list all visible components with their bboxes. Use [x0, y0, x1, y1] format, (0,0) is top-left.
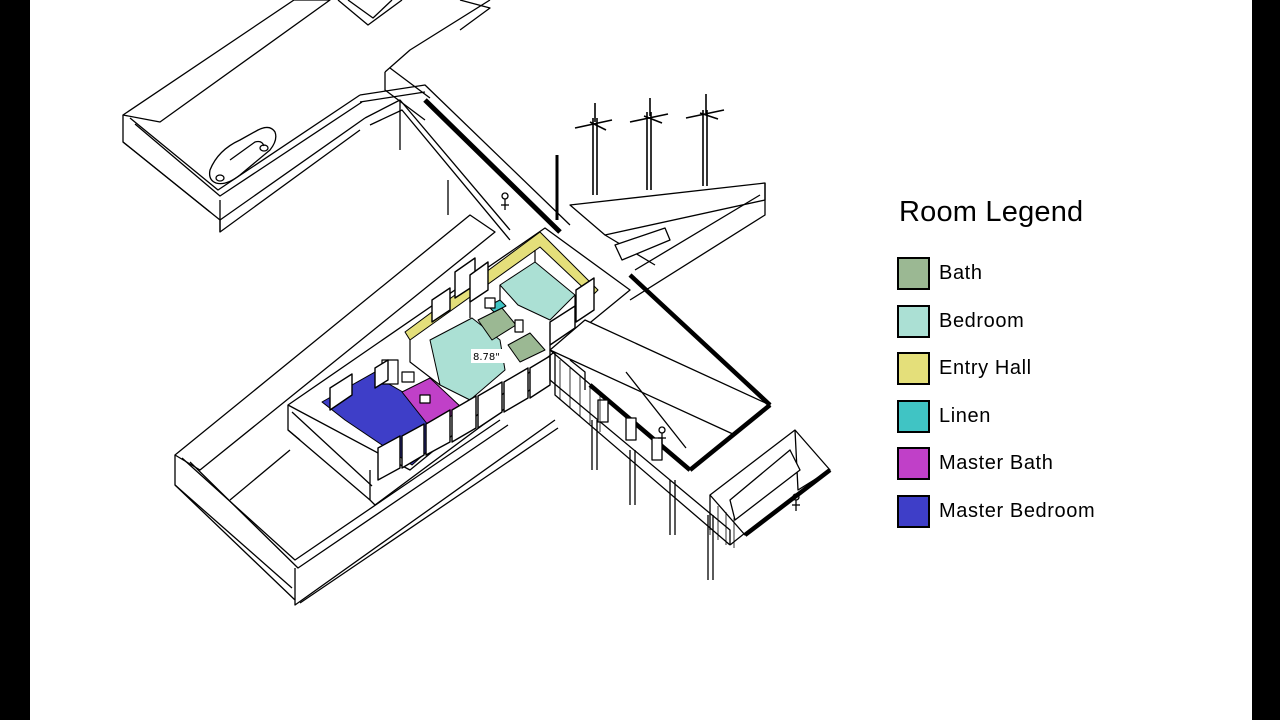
- legend-item-entry-hall: Entry Hall: [897, 350, 1095, 387]
- legend-swatch: [897, 399, 930, 433]
- legend-title: Room Legend: [899, 196, 1084, 228]
- model-viewport[interactable]: 8.78" Room Legend Bath Bedroom Entry Hal…: [30, 0, 1252, 720]
- person-figure-icon: [501, 192, 509, 210]
- legend-item-bedroom: Bedroom: [897, 303, 1095, 340]
- room-bedroom-2[interactable]: [499, 261, 576, 321]
- isometric-house-model[interactable]: 8.78": [30, 0, 1252, 720]
- support-columns: [591, 420, 714, 580]
- room-bath-2[interactable]: [507, 332, 546, 363]
- legend-label: Linen: [939, 404, 991, 427]
- wind-turbine-icon: [685, 94, 725, 186]
- dimension-tag-label: 8.78": [473, 352, 500, 363]
- car-icon: [208, 126, 277, 185]
- upper-walkway: [359, 84, 571, 241]
- legend-swatch: [897, 494, 930, 528]
- legend-label: Entry Hall: [939, 357, 1032, 379]
- legend-item-linen: Linen: [897, 398, 1095, 435]
- legend-swatch: [897, 257, 930, 290]
- legend-label: Master Bedroom: [939, 499, 1096, 522]
- legend-swatch: [897, 304, 930, 338]
- garage-slab: [122, 0, 491, 233]
- person-figure-icon: [658, 426, 666, 444]
- legend-label: Bath: [939, 262, 983, 284]
- legend-label: Master Bath: [939, 452, 1054, 474]
- legend-swatch: [897, 447, 930, 480]
- wall-panels: [329, 257, 595, 481]
- right-terrace-slab: [569, 182, 766, 301]
- wind-turbine-icon: [629, 98, 669, 190]
- wind-turbine-icon: [574, 103, 613, 195]
- room-linen[interactable]: [487, 299, 507, 313]
- legend-item-bath: Bath: [897, 255, 1095, 292]
- legend-swatch: [897, 352, 930, 385]
- right-wing: [549, 273, 832, 546]
- legend-item-master-bedroom: Master Bedroom: [897, 493, 1095, 530]
- lower-terrace-slab: [174, 214, 559, 606]
- legend-item-master-bath: Master Bath: [897, 445, 1095, 482]
- room-legend: Room Legend Bath Bedroom Entry Hall Line…: [897, 196, 1095, 540]
- wall-hatching: [559, 360, 735, 548]
- person-figure-icon: [792, 493, 800, 511]
- top-roof-slab: [337, 0, 491, 31]
- legend-label: Bedroom: [939, 309, 1025, 332]
- wind-turbines: [574, 94, 725, 195]
- dimension-tag[interactable]: [471, 349, 505, 363]
